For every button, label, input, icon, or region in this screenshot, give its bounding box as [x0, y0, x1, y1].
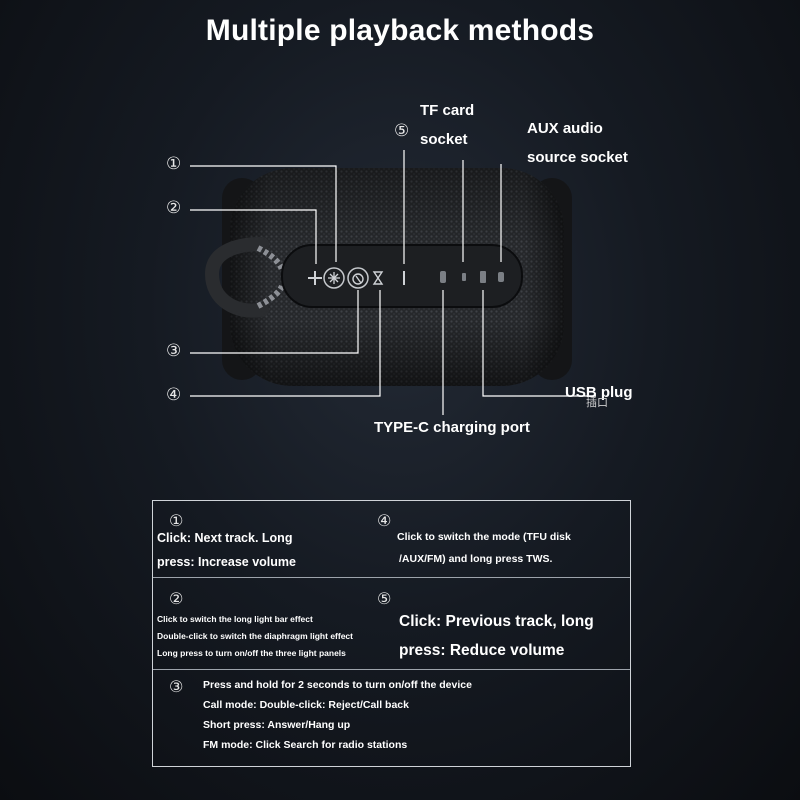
aux-label-line2: source socket — [527, 149, 628, 166]
cell-4-text-line2: /AUX/FM) and long press TWS. — [399, 553, 553, 565]
cell-1-number: ① — [169, 511, 184, 530]
usb-plug-label: USB plug — [565, 384, 633, 401]
power-button — [347, 267, 369, 289]
callout-number-4: ④ — [166, 385, 182, 405]
sun-icon — [328, 272, 340, 284]
callout-number-3: ③ — [166, 341, 182, 361]
control-panel — [281, 244, 523, 308]
aux-port — [498, 272, 504, 282]
cell-3-text-line4: FM mode: Click Search for radio stations — [203, 739, 408, 751]
cell-5-number: ⑤ — [377, 589, 392, 608]
tf-card-label-line1: TF card — [420, 102, 475, 119]
table-divider — [153, 669, 630, 670]
mode-icon — [372, 271, 384, 285]
callout-line-1 — [190, 165, 337, 262]
cell-1-text-line1: Click: Next track. Long — [157, 531, 293, 545]
tf-card-label-line2: socket — [420, 131, 468, 148]
aux-label-line1: AUX audio — [527, 120, 603, 137]
cell-4-text-line1: Click to switch the mode (TFU disk — [397, 531, 571, 543]
instruction-table: ① Click: Next track. Long press: Increas… — [152, 500, 631, 767]
callout-number-1: ① — [166, 154, 182, 174]
usb-plug-label-cn: 插口 — [586, 396, 608, 409]
plus-icon — [308, 271, 322, 285]
cell-4-number: ④ — [377, 511, 392, 530]
cell-1-text-line2: press: Increase volume — [157, 555, 296, 569]
callout-line-3 — [190, 290, 359, 354]
typec-label: TYPE-C charging port — [374, 419, 530, 436]
table-divider — [153, 577, 630, 578]
page-title: Multiple playback methods — [205, 14, 595, 47]
light-button — [323, 267, 345, 289]
callout-line-2 — [190, 209, 317, 264]
cell-3-text-line1: Press and hold for 2 seconds to turn on/… — [203, 679, 472, 691]
cell-3-text-line2: Call mode: Double-click: Reject/Call bac… — [203, 699, 409, 711]
callout-number-5: ⑤ — [394, 121, 410, 141]
speaker-strap — [204, 237, 269, 318]
cell-5-text-line2: press: Reduce volume — [399, 642, 565, 659]
power-icon — [352, 273, 364, 285]
usb-port — [480, 271, 486, 283]
cell-2-text-line2: Double-click to switch the diaphragm lig… — [157, 631, 353, 641]
cell-2-text-line3: Long press to turn on/off the three ligh… — [157, 648, 346, 658]
callout-number-2: ② — [166, 198, 182, 218]
cell-5-text-line1: Click: Previous track, long — [399, 613, 594, 630]
typec-port — [440, 271, 446, 283]
cell-3-text-line3: Short press: Answer/Hang up — [203, 719, 351, 731]
callout-line-4 — [190, 290, 381, 397]
cell-2-number: ② — [169, 589, 184, 608]
cell-2-text-line1: Click to switch the long light bar effec… — [157, 614, 313, 624]
cell-3-number: ③ — [169, 677, 184, 696]
callout-line-usb — [482, 290, 596, 397]
